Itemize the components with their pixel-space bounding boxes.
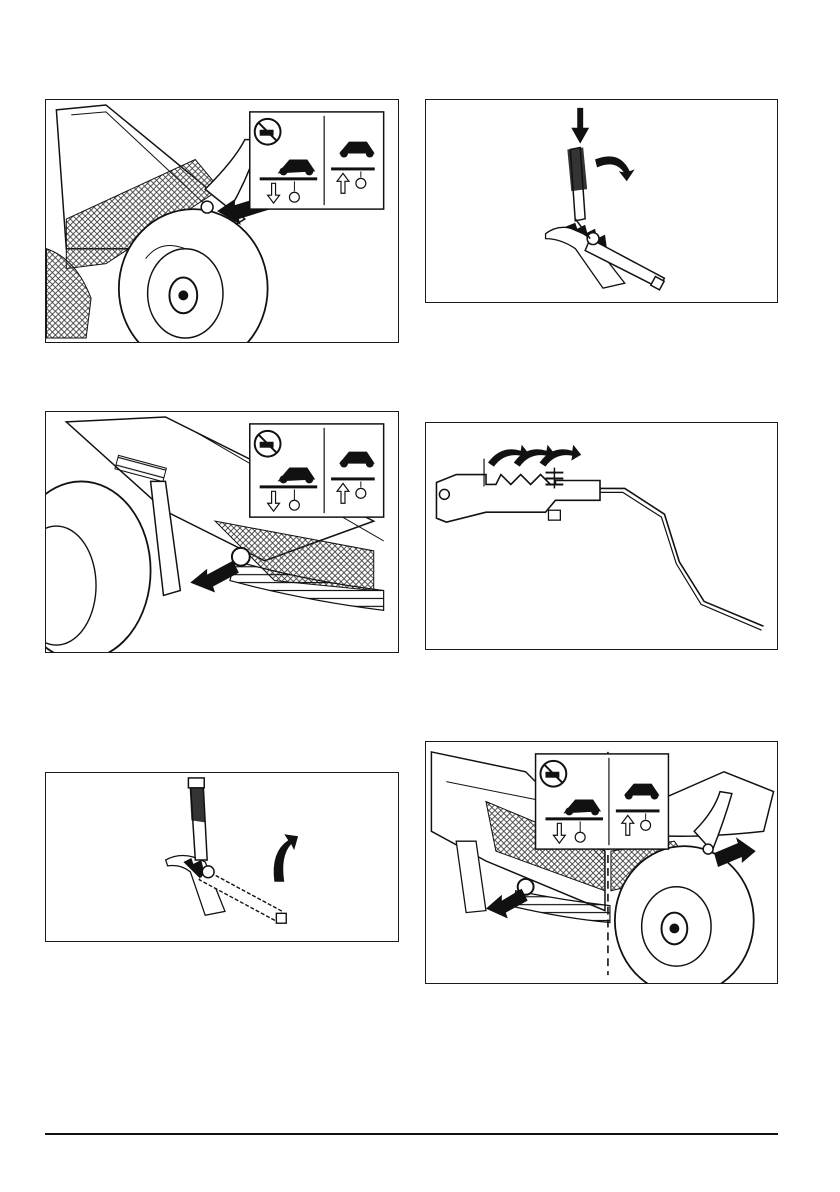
wheel	[46, 481, 151, 652]
pointer-arrow	[486, 889, 528, 919]
rotate-arrow	[274, 834, 298, 881]
lever-raise-illustration	[46, 773, 398, 941]
push-arrow	[571, 108, 589, 144]
rotate-arrow	[595, 156, 635, 181]
figure-lever-press	[425, 99, 778, 303]
lever	[188, 778, 207, 860]
bracket-illustration	[426, 423, 777, 649]
wheel-hub	[615, 846, 754, 983]
rod	[600, 488, 764, 626]
figure-bracket-rod	[425, 422, 778, 650]
wheel-front-illustration	[46, 412, 398, 652]
wheel-illustration	[46, 100, 398, 342]
height-decal	[536, 754, 669, 849]
spring	[545, 468, 563, 489]
figure-wheel-both-sides	[425, 741, 778, 984]
height-decal	[250, 424, 384, 517]
footer-rule	[45, 1133, 778, 1135]
notched-bracket	[436, 459, 600, 522]
wheel-both-illustration	[426, 742, 777, 983]
lever-illustration	[426, 100, 777, 302]
height-decal	[250, 112, 384, 209]
figure-wheel-lever-front	[45, 411, 399, 653]
curved-arrows	[488, 445, 581, 467]
figure-wheel-lever-left	[45, 99, 399, 343]
figure-lever-raise	[45, 772, 399, 942]
